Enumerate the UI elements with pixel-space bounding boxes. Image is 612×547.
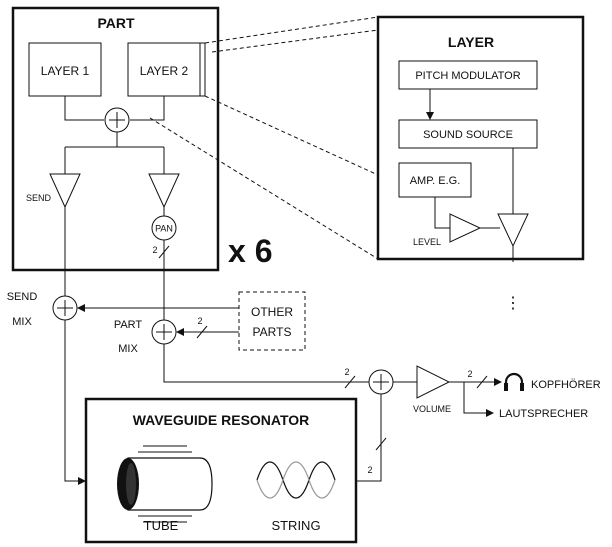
layer-2-box xyxy=(127,42,201,97)
speakers-arrow xyxy=(486,409,494,417)
layer-2-label: LAYER 2 xyxy=(140,64,189,78)
volume-to-speakers-line xyxy=(463,382,488,414)
resonator-to-output-line xyxy=(356,394,382,482)
pan-amp-triangle xyxy=(148,173,180,209)
other-channel-slash xyxy=(196,325,208,339)
headphones-arrow xyxy=(494,378,502,386)
part-mix-junction xyxy=(151,319,177,345)
output-channel-count: 2 xyxy=(467,369,472,379)
layer-2-to-sum-line xyxy=(130,96,165,121)
headphones-icon xyxy=(504,372,524,391)
tube-icon xyxy=(117,445,213,523)
sound-source-box xyxy=(398,119,538,149)
pan-channel-count: 2 xyxy=(152,245,157,255)
vca-triangle xyxy=(497,213,529,248)
layer-2-stack-edge xyxy=(200,42,206,97)
send-mix-label-2: MIX xyxy=(12,316,32,328)
tube-label: TUBE xyxy=(144,518,179,533)
send-mix-junction xyxy=(52,295,78,321)
volume-label: VOLUME xyxy=(413,404,451,414)
zoom-line-top-1 xyxy=(204,16,379,44)
send-amp-triangle xyxy=(49,173,81,209)
pitch-to-source-arrow xyxy=(426,112,434,120)
pan-channel-slash xyxy=(158,245,170,259)
layer-title: LAYER xyxy=(448,34,494,50)
resonator-channel-slash xyxy=(375,437,387,451)
sendmix-to-resonator-line xyxy=(64,320,80,482)
string-wave-icon xyxy=(256,461,336,499)
speakers-label: LAUTSPRECHER xyxy=(499,408,588,420)
mix-channel-count: 2 xyxy=(344,367,349,377)
partmix-to-output-line xyxy=(163,344,369,383)
resonator-channel-count: 2 xyxy=(367,465,372,475)
part-title: PART xyxy=(97,15,135,31)
pan-label: PAN xyxy=(155,224,173,234)
pitch-modulator-box xyxy=(398,60,538,90)
zoom-line-top-2 xyxy=(211,29,379,53)
other-parts-label-1: OTHER xyxy=(251,305,293,319)
amp-eg-box xyxy=(398,162,472,198)
layer-1-label: LAYER 1 xyxy=(41,64,90,78)
level-triangle xyxy=(449,213,482,243)
other-parts-box xyxy=(238,291,306,351)
part-mix-label-1: PART xyxy=(114,319,143,331)
other-parts-label-2: PARTS xyxy=(253,325,292,339)
part-sum-junction xyxy=(104,107,130,133)
other-to-partmix-arrow xyxy=(176,328,184,336)
zoom-line-mid xyxy=(204,95,379,176)
layer-detail-block: LAYER PITCH MODULATOR SOUND SOURCE AMP. … xyxy=(376,15,585,312)
continuation-dots: ⋮ xyxy=(505,295,521,312)
other-channel-count: 2 xyxy=(197,316,202,326)
mix-channel-slash xyxy=(344,375,356,389)
eg-to-level-line xyxy=(434,197,450,229)
level-label: LEVEL xyxy=(413,237,441,247)
zoom-line-bottom xyxy=(149,117,379,260)
resonator-title: WAVEGUIDE RESONATOR xyxy=(133,412,310,428)
sound-source-label: SOUND SOURCE xyxy=(423,129,513,141)
string-label: STRING xyxy=(271,518,320,533)
other-to-sendmix-arrow xyxy=(77,304,85,312)
send-mix-label-1: SEND xyxy=(7,291,38,303)
output-channel-slash xyxy=(476,375,488,389)
volume-triangle xyxy=(416,365,451,399)
headphones-label: KOPFHÖRER xyxy=(531,379,601,391)
part-multiplier: x 6 xyxy=(228,233,272,269)
layer-1-box xyxy=(28,42,102,97)
pitch-modulator-label: PITCH MODULATOR xyxy=(415,70,520,82)
amp-eg-label: AMP. E.G. xyxy=(410,175,461,187)
part-mix-label-2: MIX xyxy=(118,343,138,355)
layer-1-to-sum-line xyxy=(64,96,104,121)
part-block: PART LAYER 1 LAYER 2 SEND PAN xyxy=(11,6,220,272)
send-label: SEND xyxy=(26,193,52,203)
sendmix-to-resonator-arrow xyxy=(78,477,86,485)
waveguide-resonator-block: WAVEGUIDE RESONATOR TUBE STRING xyxy=(84,397,358,544)
output-sum-junction xyxy=(368,369,394,395)
